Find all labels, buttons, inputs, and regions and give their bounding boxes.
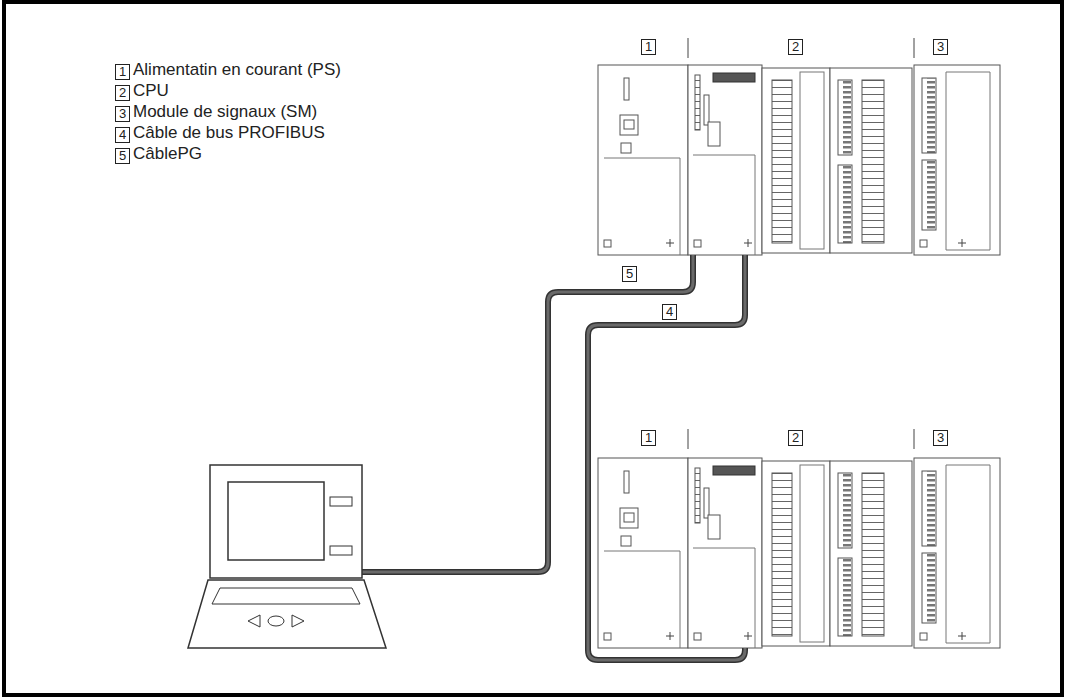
- profibus-cable-inner: [588, 255, 745, 660]
- callout-number: 5: [622, 266, 637, 282]
- legend-text: Module de signaux (SM): [133, 102, 317, 122]
- legend-number: 5: [115, 148, 130, 164]
- legend-text: CPU: [133, 81, 169, 101]
- laptop: [188, 465, 386, 648]
- laptop-screen-body: [210, 465, 362, 578]
- callout-number: 2: [788, 39, 803, 55]
- callout-number: 3: [933, 39, 948, 55]
- pg-cable-inner: [362, 255, 693, 572]
- laptop-button: [330, 546, 352, 555]
- profibus-cable: [588, 255, 745, 660]
- legend-text: Câble de bus PROFIBUS: [133, 123, 325, 143]
- callout-number: 3: [933, 430, 948, 446]
- laptop-screen: [228, 482, 324, 560]
- legend-number: 1: [115, 64, 130, 80]
- laptop-right-key: [292, 615, 304, 627]
- frame: [4, 2, 1062, 695]
- legend-number: 2: [115, 85, 130, 101]
- callout-number: 4: [662, 304, 677, 320]
- laptop-base: [188, 580, 386, 648]
- callout-number: 2: [788, 430, 803, 446]
- group-dividers: [688, 38, 914, 449]
- laptop-keyboard: [212, 588, 360, 604]
- laptop-center-key: [268, 616, 284, 626]
- plc-rack-bottom: [598, 458, 1000, 648]
- pg-cable: [362, 255, 693, 572]
- plc-rack-top: [598, 65, 1000, 255]
- callout-number: 1: [641, 39, 656, 55]
- pg-cable-outer: [362, 255, 693, 572]
- profibus-cable-outer: [588, 255, 745, 660]
- callout-number: 1: [641, 430, 656, 446]
- legend-text: Alimentatin en courant (PS): [133, 60, 341, 80]
- laptop-button: [330, 497, 352, 506]
- legend-number: 4: [115, 127, 130, 143]
- legend-text: CâblePG: [133, 144, 202, 164]
- laptop-left-key: [248, 615, 260, 627]
- legend-number: 3: [115, 106, 130, 122]
